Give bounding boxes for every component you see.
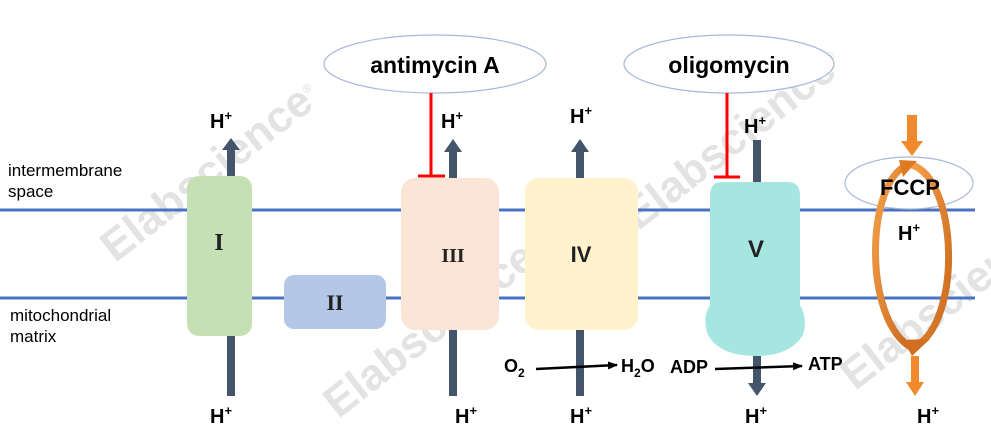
antimycin-ellipse (323, 34, 547, 94)
fccp-top-arrow-shaft (907, 115, 917, 143)
proton-label: H+ (898, 220, 920, 245)
space-label: space (8, 182, 53, 201)
adp-label: ADP (670, 357, 708, 377)
matrix-label: matrix (10, 327, 57, 346)
atp-label: ATP (808, 354, 843, 374)
complex-V-shape (705, 182, 805, 356)
h2o-label: H2O (621, 356, 655, 380)
fccp-cycle-head-top (899, 160, 917, 177)
o2-label: O2 (504, 356, 525, 380)
fccp-label: FCCP (880, 175, 940, 200)
proton-label: H+ (455, 403, 477, 428)
fccp-cycle-left (872, 161, 914, 352)
fccp-top-arrowhead (901, 141, 923, 156)
complex-III-box (401, 178, 499, 330)
proton-label: H+ (744, 113, 766, 138)
fccp-cycle-right (910, 161, 952, 350)
complex-II-label: II (326, 290, 343, 315)
complex-I-box (187, 176, 252, 336)
fccp-cycle-head-bottom (903, 339, 930, 356)
complex-IV-box (525, 178, 638, 330)
o2-to-h2o-arrow (535, 361, 618, 371)
adp-to-atp-arrow (714, 362, 803, 371)
proton-label: H+ (210, 108, 232, 133)
proton-label: H+ (441, 108, 463, 133)
fccp-bottom-arrow-shaft (911, 356, 919, 384)
complex-IV-label: IV (571, 242, 592, 267)
proton-label: H+ (570, 103, 592, 128)
complex-II-box (284, 275, 386, 329)
proton-label: H+ (570, 403, 592, 428)
mitochondrial-label: mitochondrial (10, 306, 111, 325)
complex-I-arrowhead (222, 138, 240, 150)
fccp-bottom-arrowhead (906, 382, 924, 396)
complex-I-label: I (214, 230, 223, 256)
proton-label: H+ (917, 403, 939, 428)
proton-label: H+ (210, 403, 232, 428)
complex-V-label: V (748, 236, 764, 263)
proton-label: H+ (745, 403, 767, 428)
complex-III-arrowhead (444, 139, 462, 152)
intermembrane-label: intermembrane (8, 161, 122, 180)
oligomycin-ellipse (623, 34, 835, 94)
oligomycin-label: oligomycin (668, 52, 789, 78)
complex-III-label: III (441, 245, 465, 267)
complex-IV-arrowhead (571, 139, 589, 152)
complex-V-arrowhead-down (748, 383, 766, 396)
antimycin-label: antimycin A (370, 52, 500, 78)
